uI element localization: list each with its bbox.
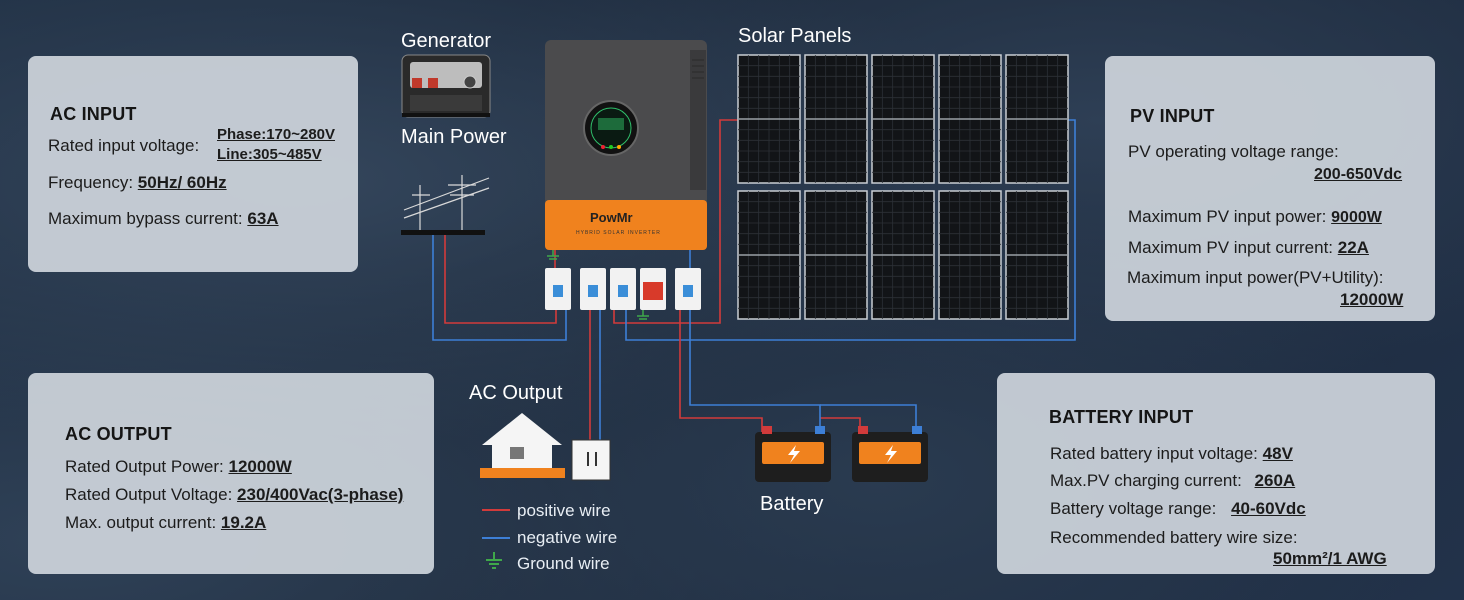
- legend-negative: negative wire: [517, 528, 618, 547]
- pv-input-power-value: 9000W: [1331, 209, 1382, 226]
- wire-positive: [444, 235, 557, 324]
- ac-output-power-value: 12000W: [228, 457, 292, 476]
- pv-input-current: Maximum PV input current: 22A: [1128, 238, 1369, 258]
- pv-input-max-label: Maximum input power(PV+Utility):: [1127, 268, 1384, 287]
- legend-positive: positive wire: [517, 501, 611, 520]
- solar-panel: [1005, 54, 1069, 184]
- solar-panel: [871, 54, 935, 184]
- ac-output-power: Rated Output Power: 12000W: [65, 457, 292, 477]
- solar-panel: [938, 190, 1002, 320]
- battery-icon: [852, 426, 928, 482]
- ac-input-panel: AC INPUT Rated input voltage: Phase:170~…: [28, 56, 358, 272]
- solar-panel: [871, 190, 935, 320]
- pv-input-power-label: Maximum PV input power:: [1128, 207, 1327, 226]
- battery-input-range-value: 40-60Vdc: [1231, 499, 1306, 518]
- ac-input-rated-line: Line:305~485V: [217, 146, 322, 163]
- wire-positive: [820, 417, 861, 432]
- ac-output-voltage-value: 230/400Vac(3-phase): [237, 485, 404, 504]
- battery-input-voltage-label: Rated battery input voltage:: [1050, 444, 1258, 463]
- legend-ground-swatch: [486, 552, 502, 569]
- solar-panel: [804, 54, 868, 184]
- pv-input-panel: PV INPUT PV operating voltage range: 200…: [1105, 56, 1435, 321]
- solar-panel: [1005, 190, 1069, 320]
- ac-input-rated-label: Rated input voltage:: [48, 136, 200, 155]
- solar-panel: [737, 54, 801, 184]
- pv-input-max-value: 12000W: [1340, 290, 1404, 309]
- house-icon: [480, 413, 565, 478]
- pv-input-power: Maximum PV input power: 9000W: [1128, 207, 1382, 227]
- pv-input-range-value: 200-650Vdc: [1314, 166, 1403, 183]
- ac-output-title: AC OUTPUT: [65, 424, 172, 444]
- ac-input-frequency-value: 50Hz/ 60Hz: [137, 173, 227, 192]
- ac-input-bypass-value: 63A: [247, 209, 279, 228]
- ac-output-label: AC Output: [469, 382, 563, 404]
- ac-output-power-label: Rated Output Power:: [65, 457, 224, 476]
- battery-label: Battery: [760, 493, 824, 515]
- wire-negative: [689, 310, 821, 432]
- ac-output-current: Max. output current: 19.2A: [65, 513, 266, 533]
- battery-icon: [755, 426, 831, 482]
- battery-input-range: Battery voltage range: 40-60Vdc: [1050, 499, 1306, 519]
- ac-output-voltage: Rated Output Voltage: 230/400Vac(3-phase…: [65, 485, 403, 505]
- wire-negative: [625, 119, 1076, 341]
- power-line-base: [401, 230, 485, 235]
- solar-panel-array: [737, 54, 1069, 320]
- battery-input-charge-label: Max.PV charging current:: [1050, 471, 1242, 490]
- wire-negative: [432, 235, 567, 341]
- inverter-subtitle: HYBRID SOLAR INVERTER: [576, 230, 661, 236]
- wire-positive: [613, 119, 738, 324]
- solar-panels-label: Solar Panels: [738, 25, 852, 47]
- power-line-icon: [403, 175, 490, 232]
- solar-panel: [737, 190, 801, 320]
- ac-output-current-value: 19.2A: [220, 513, 267, 532]
- inverter: [545, 40, 707, 250]
- ac-input-bypass: Maximum bypass current: 63A: [48, 209, 279, 229]
- ac-output-current-label: Max. output current:: [65, 513, 217, 532]
- battery-input-charge-value: 260A: [1254, 471, 1296, 490]
- ac-output-panel: AC OUTPUT Rated Output Power: 12000W Rat…: [28, 373, 434, 574]
- battery-input-wire-label: Recommended battery wire size:: [1050, 528, 1298, 547]
- battery-input-panel: BATTERY INPUT Rated battery input voltag…: [997, 373, 1435, 574]
- battery-input-voltage-value: 48V: [1262, 444, 1293, 463]
- pv-input-title: PV INPUT: [1130, 106, 1215, 126]
- outlet-icon: [571, 439, 611, 481]
- generator-label: Generator: [401, 30, 492, 52]
- pv-input-current-value: 22A: [1337, 238, 1369, 257]
- ac-input-title: AC INPUT: [50, 104, 137, 124]
- battery-input-title: BATTERY INPUT: [1049, 407, 1194, 427]
- battery-input-voltage: Rated battery input voltage: 48V: [1050, 444, 1293, 464]
- battery-input-wire-value: 50mm²/1 AWG: [1273, 549, 1387, 568]
- ground-icon: [547, 250, 649, 320]
- pv-input-range-label: PV operating voltage range:: [1128, 142, 1339, 161]
- solar-panel: [804, 190, 868, 320]
- legend-ground: Ground wire: [517, 554, 610, 573]
- ac-output-voltage-label: Rated Output Voltage:: [65, 485, 233, 504]
- inverter-brand: PowMr: [590, 210, 633, 225]
- ac-input-bypass-label: Maximum bypass current:: [48, 209, 243, 228]
- wire-positive: [679, 310, 763, 432]
- ac-input-frequency: Frequency: 50Hz/ 60Hz: [48, 173, 227, 193]
- breaker-group: [545, 268, 701, 310]
- battery-input-range-label: Battery voltage range:: [1050, 499, 1217, 518]
- battery-input-charge: Max.PV charging current: 260A: [1050, 471, 1295, 491]
- pv-input-current-label: Maximum PV input current:: [1128, 238, 1334, 257]
- ac-input-rated-phase: Phase:170~280V: [217, 126, 336, 143]
- wire-negative: [820, 404, 917, 432]
- main-power-label: Main Power: [401, 126, 507, 148]
- solar-panel: [938, 54, 1002, 184]
- generator-icon: [401, 54, 491, 118]
- ac-input-frequency-label: Frequency:: [48, 173, 134, 192]
